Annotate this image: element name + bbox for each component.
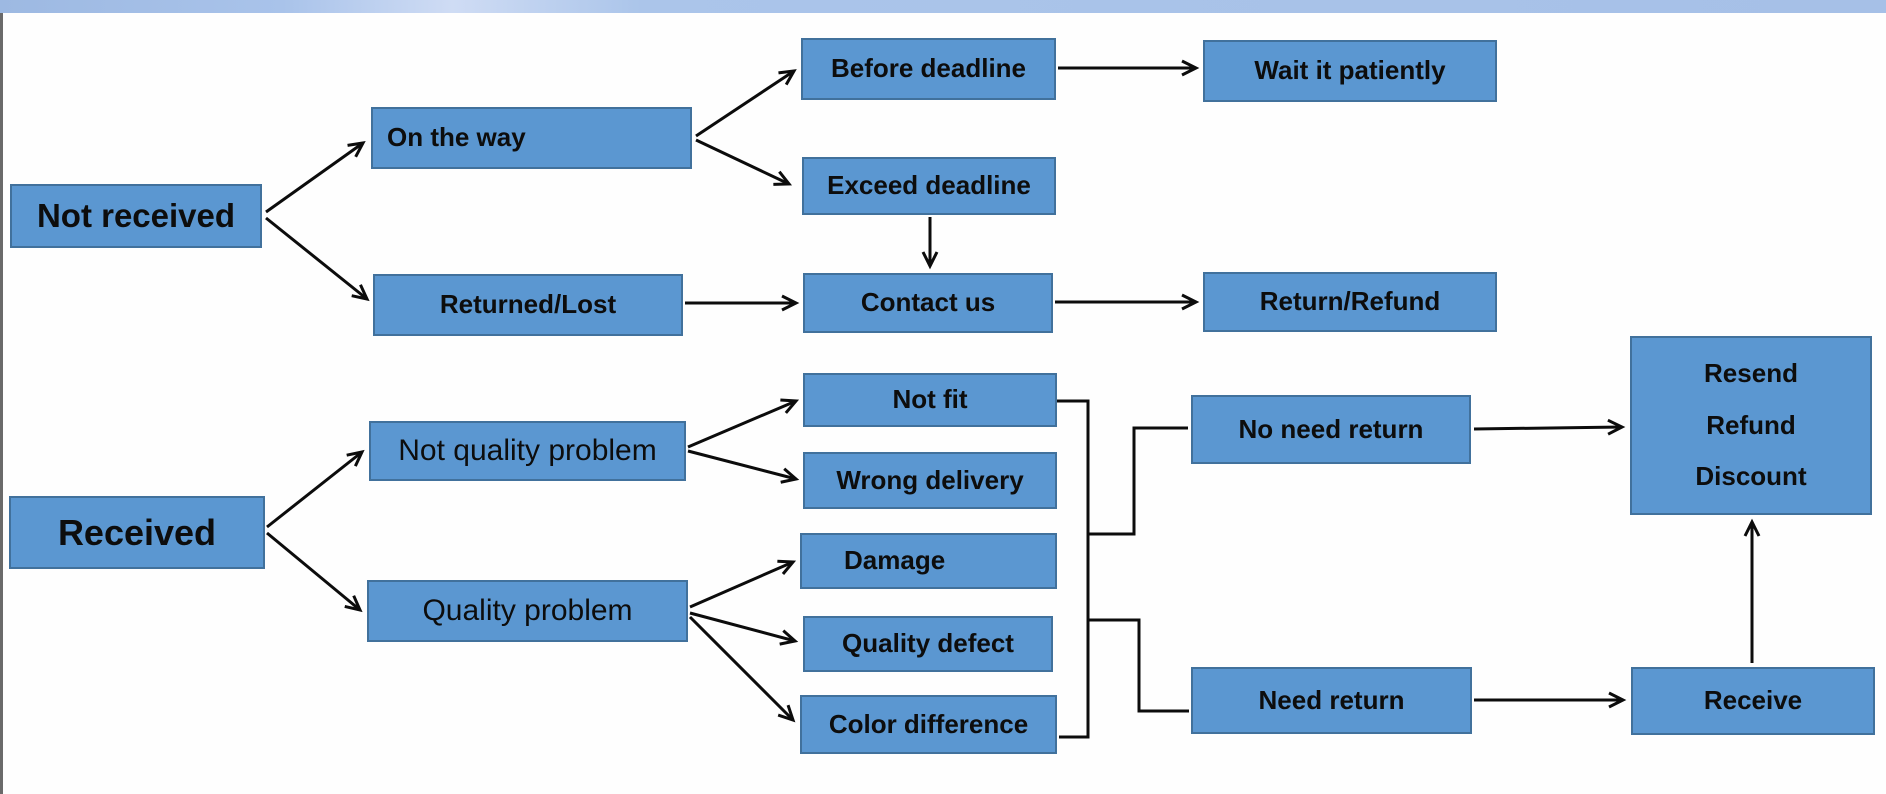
node-label: Before deadline xyxy=(830,53,1027,84)
node-color-difference: Color difference xyxy=(800,695,1057,754)
node-label: Not received xyxy=(36,196,236,234)
arrow-not-quality-problem-to-wrong-delivery xyxy=(687,449,800,484)
node-label: Need return xyxy=(1258,684,1405,715)
arrow-no-need-return-to-resend xyxy=(1473,418,1626,436)
node-label: Returned/Lost xyxy=(439,289,617,320)
node-label: Not fit xyxy=(892,384,968,415)
node-label: Wait it patiently xyxy=(1254,55,1446,86)
node-label: Not quality problem xyxy=(398,434,657,468)
arrow-received-to-quality-problem xyxy=(266,531,363,613)
node-label: Received xyxy=(57,511,217,553)
node-wait-it-patiently: Wait it patiently xyxy=(1203,40,1497,102)
top-accent-bar xyxy=(0,0,1886,13)
node-no-need-return: No need return xyxy=(1191,395,1471,464)
node-need-return: Need return xyxy=(1191,667,1472,734)
node-label: Damage xyxy=(844,545,946,576)
left-edge-border xyxy=(0,13,3,794)
node-label: Color difference xyxy=(828,708,1029,739)
node-exceed-deadline: Exceed deadline xyxy=(802,157,1056,215)
node-returned-lost: Returned/Lost xyxy=(373,274,683,336)
node-label: Exceed deadline xyxy=(827,170,1031,201)
node-not-received: Not received xyxy=(10,184,262,248)
node-receive: Receive xyxy=(1631,667,1875,735)
arrow-on-the-way-to-exceed-deadline xyxy=(695,138,793,186)
node-label: On the way xyxy=(387,122,526,153)
node-received: Received xyxy=(9,496,265,569)
node-contact-us: Contact us xyxy=(803,273,1053,333)
elbow-branch-to-no-need-return xyxy=(1088,426,1188,536)
arrow-not-received-to-on-the-way xyxy=(265,141,366,214)
elbow-collector-not-fit-to-color-difference xyxy=(1057,399,1090,739)
node-return-refund: Return/Refund xyxy=(1203,272,1497,332)
node-label: Quality defect xyxy=(842,628,1014,659)
node-resend-refund-discount: Resend Refund Discount xyxy=(1630,336,1872,515)
arrow-not-received-to-returned-lost xyxy=(265,216,370,302)
node-label: Contact us xyxy=(860,287,996,318)
arrow-quality-problem-to-damage xyxy=(689,559,797,609)
node-label: Wrong delivery xyxy=(836,464,1024,495)
arrow-not-quality-problem-to-not-fit xyxy=(687,398,800,449)
node-on-the-way: On the way xyxy=(371,107,692,169)
node-wrong-delivery: Wrong delivery xyxy=(803,452,1057,509)
arrow-on-the-way-to-before-deadline xyxy=(695,69,797,138)
arrow-quality-problem-to-quality-defect xyxy=(689,611,799,646)
node-label: Receive xyxy=(1703,685,1803,716)
elbow-branch-to-need-return xyxy=(1088,618,1189,713)
node-not-quality-problem: Not quality problem xyxy=(369,421,686,481)
node-label-discount: Discount xyxy=(1695,461,1807,492)
node-before-deadline: Before deadline xyxy=(801,38,1056,100)
node-label: No need return xyxy=(1238,413,1424,444)
node-label: Quality problem xyxy=(422,594,633,628)
node-label: Return/Refund xyxy=(1259,286,1441,317)
node-quality-defect: Quality defect xyxy=(803,616,1053,672)
node-damage: Damage xyxy=(800,533,1057,589)
node-quality-problem: Quality problem xyxy=(367,580,688,642)
node-label-refund: Refund xyxy=(1706,409,1796,440)
node-not-fit: Not fit xyxy=(803,373,1057,427)
node-label-resend: Resend xyxy=(1704,358,1798,389)
arrow-quality-problem-to-color-difference xyxy=(688,615,796,723)
arrow-received-to-not-quality-problem xyxy=(266,449,365,529)
